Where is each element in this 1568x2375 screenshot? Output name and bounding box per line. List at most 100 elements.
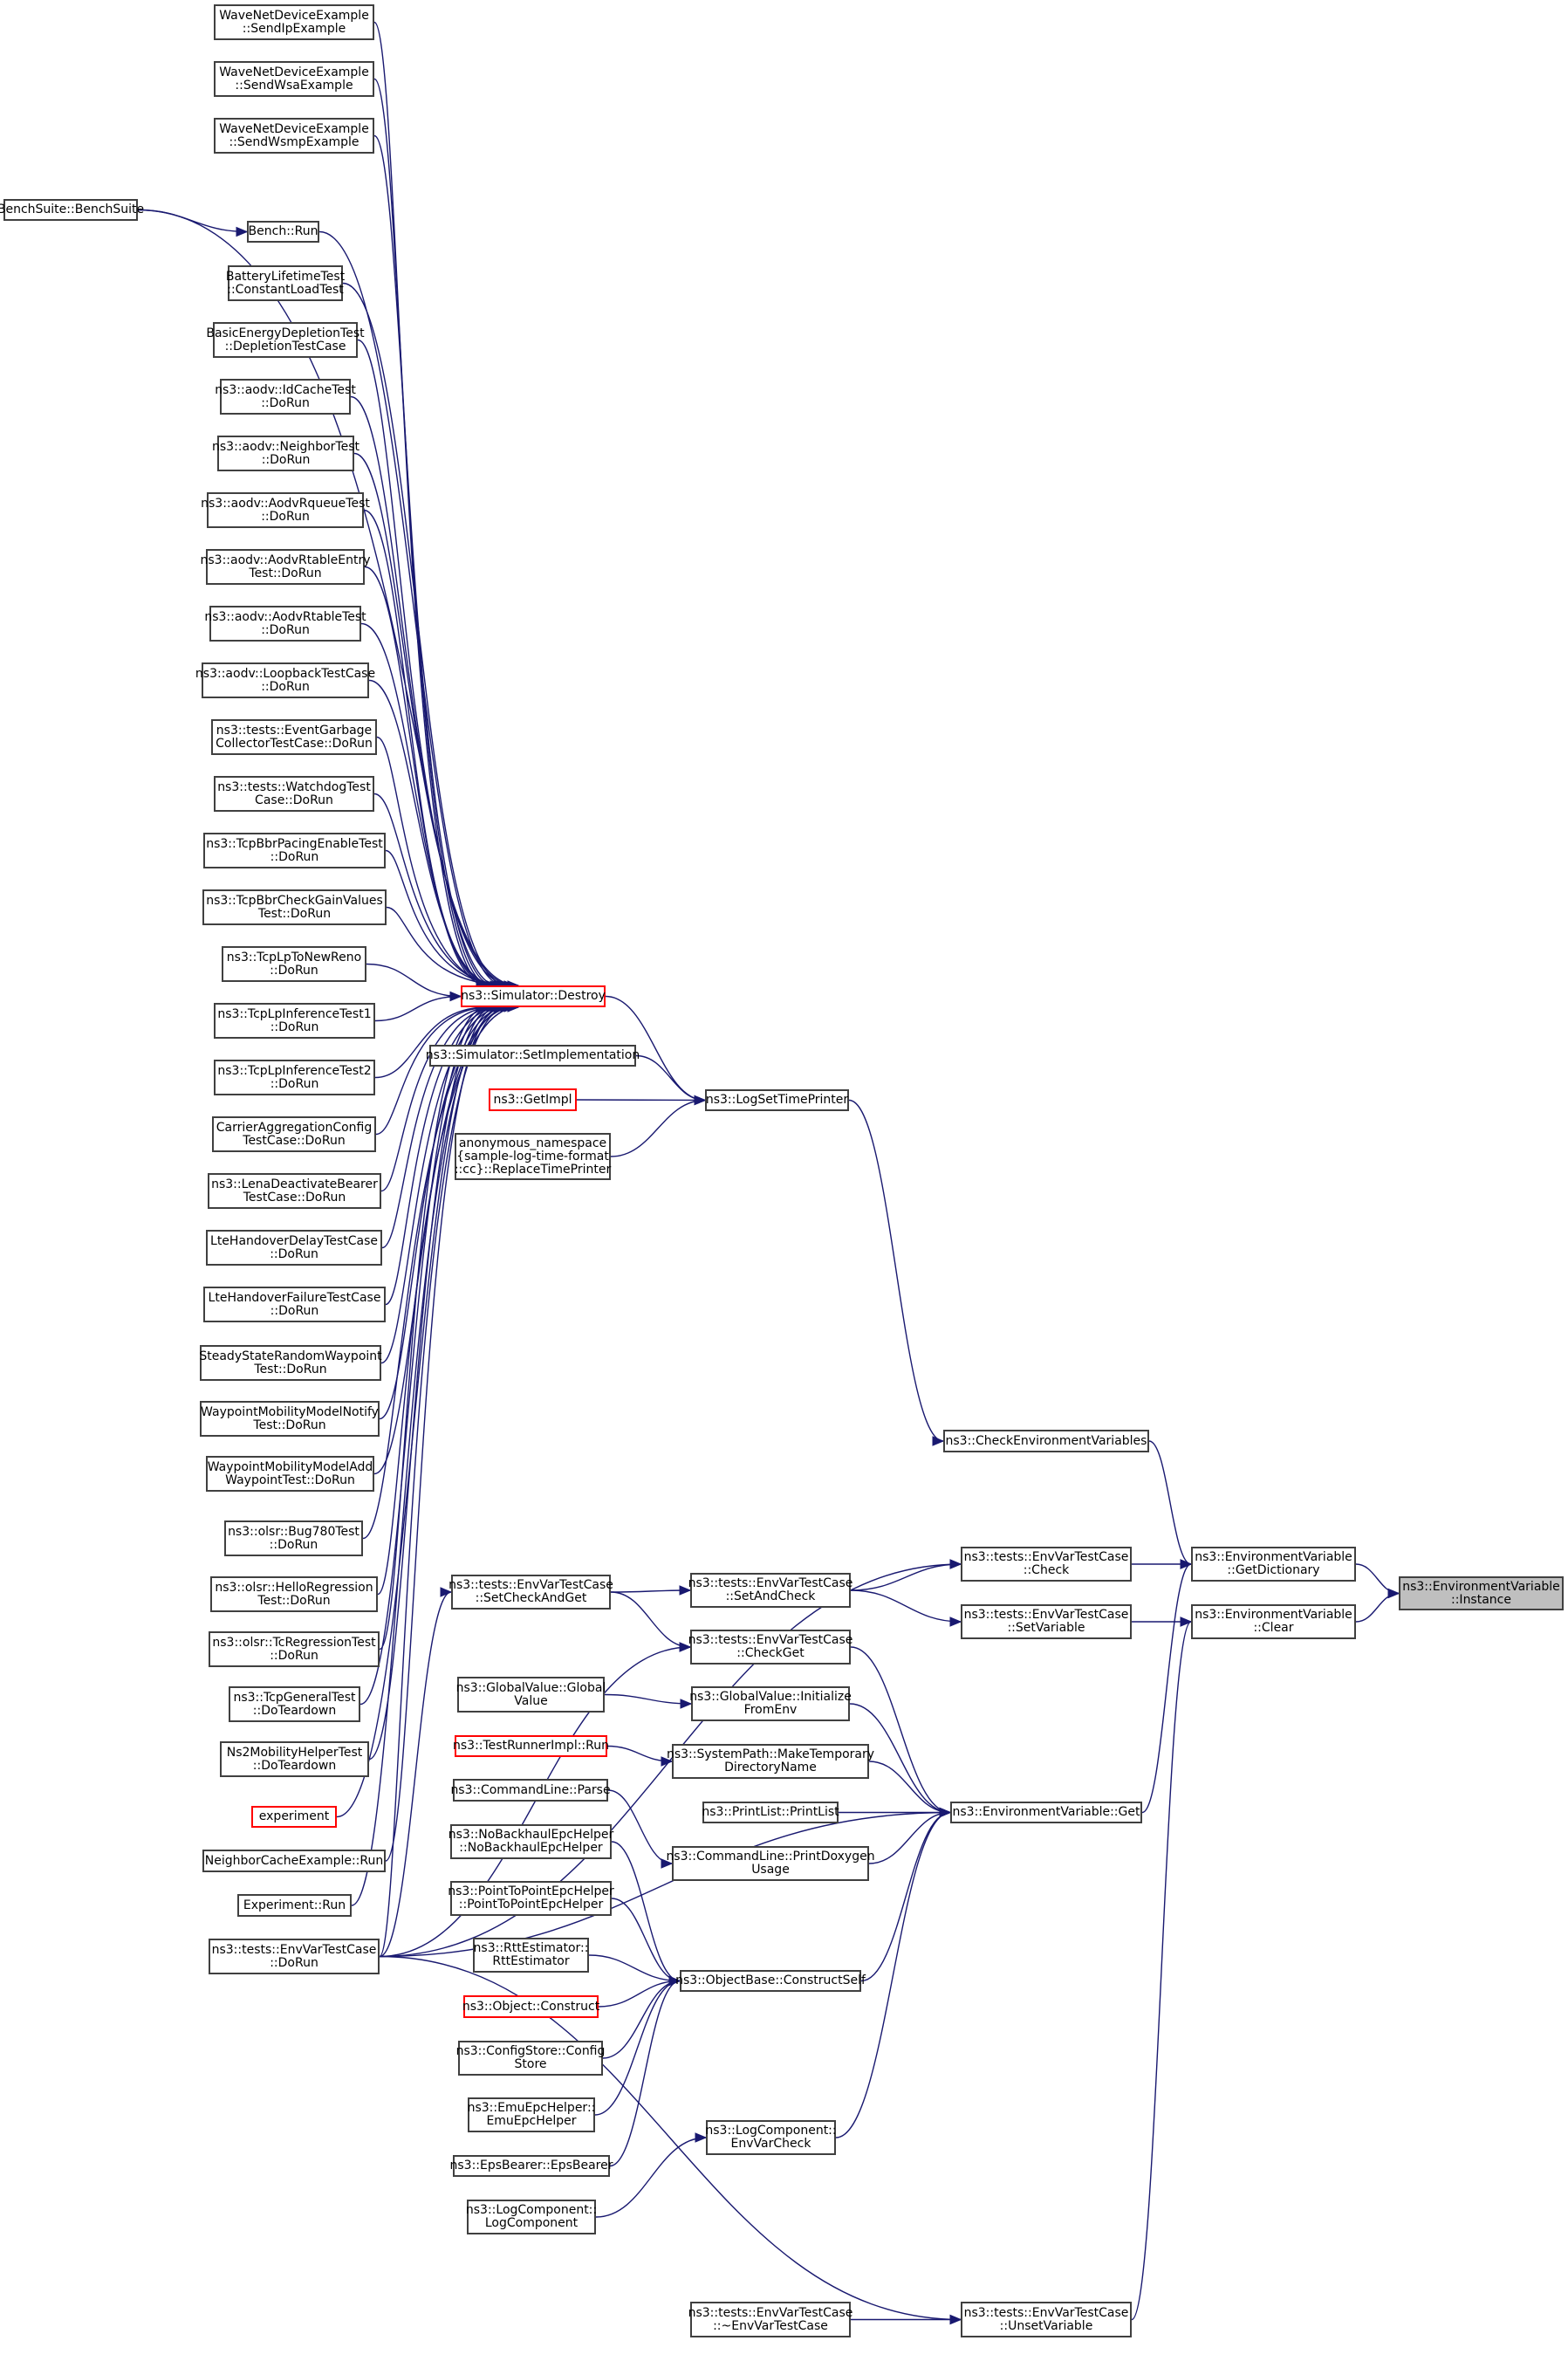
node-check[interactable]: ns3::tests::EnvVarTestCase ::Check (961, 1547, 1132, 1582)
node-lpinf1[interactable]: ns3::TcpLpInferenceTest1 ::DoRun (214, 1003, 375, 1039)
node-setandcheck[interactable]: ns3::tests::EnvVarTestCase ::SetAndCheck (688, 1573, 852, 1608)
node-ltefailure[interactable]: LteHandoverFailureTestCase ::DoRun (203, 1287, 386, 1322)
node-benchrun[interactable]: Bench::Run (247, 221, 319, 243)
edge-printdoxy-to-envget (868, 1811, 951, 1864)
arrowhead-icon (949, 2314, 962, 2325)
node-nobackhaul[interactable]: ns3::NoBackhaulEpcHelper ::NoBackhaulEpc… (448, 1824, 613, 1859)
node-sendwsa[interactable]: WaveNetDeviceExample ::SendWsaExample (214, 61, 374, 97)
node-checkget[interactable]: ns3::tests::EnvVarTestCase ::CheckGet (688, 1630, 852, 1665)
edge-getdict-to-instance (1355, 1563, 1400, 1595)
node-envvarcheck[interactable]: ns3::LogComponent:: EnvVarCheck (705, 2120, 837, 2155)
node-wpnotify[interactable]: WaypointMobilityModelNotify Test::DoRun (200, 1401, 380, 1437)
node-logcomponent[interactable]: ns3::LogComponent:: LogComponent (466, 2200, 597, 2234)
edge-ltefailure-to-destroy (385, 1006, 502, 1306)
edge-checkenv-to-getdict (1148, 1440, 1192, 1565)
edge-envdorun-to-setcheckandget (379, 1591, 452, 1958)
node-logsettp[interactable]: ns3::LogSetTimePrinter (705, 1089, 849, 1111)
node-printlist[interactable]: ns3::PrintList::PrintList (702, 1802, 839, 1823)
edge-emuepc-to-constructself (594, 1980, 681, 2116)
node-wpadd[interactable]: WaypointMobilityModelAdd WaypointTest::D… (206, 1456, 374, 1492)
node-replacetp[interactable]: anonymous_namespace {sample-log-time-for… (455, 1133, 611, 1180)
node-objconstruct[interactable]: ns3::Object::Construct (462, 1995, 599, 2018)
arrowhead-icon (695, 2132, 708, 2143)
node-neighbortest[interactable]: ns3::aodv::NeighborTest ::DoRun (212, 436, 359, 471)
node-testrunner[interactable]: ns3::TestRunnerImpl::Run (453, 1735, 609, 1757)
node-gvglobal[interactable]: ns3::GlobalValue::Global Value (456, 1677, 606, 1713)
node-sendwsmp[interactable]: WaveNetDeviceExample ::SendWsmpExample (214, 118, 374, 154)
node-ltedelay[interactable]: LteHandoverDelayTestCase ::DoRun (206, 1230, 382, 1266)
arrowhead-icon (661, 1756, 674, 1767)
node-experimentrun[interactable]: Experiment::Run (237, 1894, 352, 1917)
node-destroy[interactable]: ns3::Simulator::Destroy (461, 985, 606, 1007)
node-envdorun[interactable]: ns3::tests::EnvVarTestCase ::DoRun (209, 1939, 380, 1974)
edge-clear-to-instance (1355, 1592, 1400, 1623)
edge-rtable-to-destroy (360, 622, 495, 986)
node-dtor[interactable]: ns3::tests::EnvVarTestCase ::~EnvVarTest… (688, 2302, 852, 2337)
node-watchdog[interactable]: ns3::tests::WatchdogTest Case::DoRun (214, 776, 374, 812)
arrowhead-icon (949, 1617, 962, 1627)
node-setcheckandget[interactable]: ns3::tests::EnvVarTestCase ::SetCheckAnd… (448, 1575, 613, 1610)
node-rtable[interactable]: ns3::aodv::AodvRtableTest ::DoRun (204, 606, 366, 642)
node-constructself[interactable]: ns3::ObjectBase::ConstructSelf (675, 1970, 866, 1992)
edge-sendip-to-destroy (373, 21, 488, 986)
node-getdict[interactable]: ns3::EnvironmentVariable ::GetDictionary (1191, 1547, 1356, 1582)
node-setvariable[interactable]: ns3::tests::EnvVarTestCase ::SetVariable (961, 1604, 1132, 1639)
edge-tcregression-to-destroy (379, 1006, 488, 1651)
edge-benchsuite-to-benchrun (137, 209, 248, 233)
node-bug780[interactable]: ns3::olsr::Bug780Test ::DoRun (224, 1520, 363, 1556)
node-envget[interactable]: ns3::EnvironmentVariable::Get (950, 1802, 1142, 1823)
node-setimpl[interactable]: ns3::Simulator::SetImplementation (426, 1045, 640, 1067)
node-benchsuite[interactable]: BenchSuite::BenchSuite (0, 199, 144, 221)
node-tcpgeneral[interactable]: ns3::TcpGeneralTest ::DoTeardown (229, 1686, 360, 1722)
node-neighborcache[interactable]: NeighborCacheExample::Run (202, 1850, 386, 1872)
node-loopback[interactable]: ns3::aodv::LoopbackTestCase ::DoRun (195, 662, 375, 698)
edge-logsettp-to-checkenv (848, 1099, 944, 1442)
arrowhead-icon (1387, 1588, 1400, 1599)
node-sendip[interactable]: WaveNetDeviceExample ::SendIpExample (214, 4, 374, 40)
node-bbrpacing[interactable]: ns3::TcpBbrPacingEnableTest ::DoRun (203, 833, 386, 868)
node-hello[interactable]: ns3::olsr::HelloRegression Test::DoRun (210, 1576, 378, 1612)
node-basicenergy[interactable]: BasicEnergyDepletionTest ::DepletionTest… (206, 322, 365, 358)
edge-rtt-to-constructself (588, 1954, 681, 1982)
edge-checkget-to-envget (850, 1646, 951, 1814)
node-rtableentry[interactable]: ns3::aodv::AodvRtableEntry Test::DoRun (201, 549, 371, 585)
edge-ltedelay-to-destroy (381, 1006, 498, 1249)
node-steadystate[interactable]: SteadyStateRandomWaypoint Test::DoRun (199, 1345, 382, 1381)
node-clear[interactable]: ns3::EnvironmentVariable ::Clear (1191, 1604, 1356, 1639)
node-emuepc[interactable]: ns3::EmuEpcHelper:: EmuEpcHelper (468, 2097, 595, 2132)
node-bbrgain[interactable]: ns3::TcpBbrCheckGainValues Test::DoRun (202, 889, 387, 925)
node-checkenv[interactable]: ns3::CheckEnvironmentVariables (943, 1430, 1149, 1452)
node-lpinf2[interactable]: ns3::TcpLpInferenceTest2 ::DoRun (214, 1060, 375, 1095)
node-rtt[interactable]: ns3::RttEstimator:: RttEstimator (473, 1938, 589, 1973)
edge-getimpl-to-logsettp (576, 1099, 706, 1102)
node-idcache[interactable]: ns3::aodv::IdCacheTest ::DoRun (215, 379, 356, 415)
edge-gvinit-to-envget (849, 1703, 951, 1814)
node-carrieragg[interactable]: CarrierAggregationConfig TestCase::DoRun (212, 1116, 376, 1152)
node-ns2mobility[interactable]: Ns2MobilityHelperTest ::DoTeardown (220, 1741, 369, 1777)
node-getimpl[interactable]: ns3::GetImpl (489, 1088, 577, 1111)
node-gvinit[interactable]: ns3::GlobalValue::Initialize FromEnv (689, 1686, 852, 1721)
node-clparse[interactable]: ns3::CommandLine::Parse (450, 1779, 611, 1802)
edge-eventgarbage-to-destroy (376, 736, 502, 986)
edge-wpnotify-to-destroy (379, 1006, 509, 1420)
node-lpnewreno[interactable]: ns3::TcpLpToNewReno ::DoRun (222, 946, 366, 982)
node-configstore[interactable]: ns3::ConfigStore::Config Store (456, 2041, 605, 2076)
node-eventgarbage[interactable]: ns3::tests::EventGarbage CollectorTestCa… (211, 719, 377, 755)
node-battery[interactable]: BatteryLifetimeTest ::ConstantLoadTest (226, 265, 345, 301)
edge-loopback-to-destroy (368, 679, 498, 986)
node-maketemp[interactable]: ns3::SystemPath::MakeTemporary Directory… (667, 1744, 874, 1779)
edge-rqueue-to-destroy (363, 509, 488, 986)
node-unsetvar[interactable]: ns3::tests::EnvVarTestCase ::UnsetVariab… (961, 2302, 1132, 2337)
node-printdoxy[interactable]: ns3::CommandLine::PrintDoxygen Usage (666, 1846, 875, 1881)
edge-setandcheck-to-check (850, 1563, 962, 1591)
edge-sendwsa-to-destroy (373, 78, 491, 986)
node-rqueue[interactable]: ns3::aodv::AodvRqueueTest ::DoRun (201, 492, 370, 528)
edge-epsbearer-to-constructself (609, 1980, 681, 2167)
node-tcregression[interactable]: ns3::olsr::TcRegressionTest ::DoRun (209, 1631, 380, 1667)
arrowhead-icon (440, 1587, 453, 1597)
node-experiment[interactable]: experiment (251, 1806, 337, 1828)
edge-setcheckandget-to-checkget (610, 1591, 691, 1648)
node-epsbearer[interactable]: ns3::EpsBearer::EpsBearer (450, 2155, 613, 2177)
node-p2pepc[interactable]: ns3::PointToPointEpcHelper ::PointToPoin… (448, 1881, 614, 1916)
node-lenadeact[interactable]: ns3::LenaDeactivateBearer TestCase::DoRu… (208, 1173, 381, 1209)
